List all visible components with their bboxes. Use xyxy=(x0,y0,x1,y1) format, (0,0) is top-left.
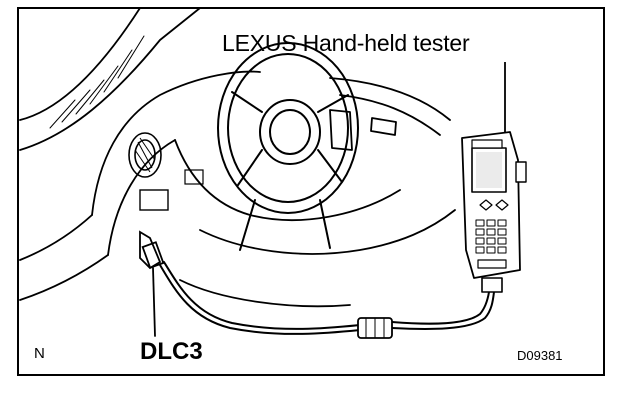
connector-label: DLC3 xyxy=(140,338,203,365)
switch-panel xyxy=(139,189,169,211)
hand-held-tester xyxy=(461,131,527,293)
orientation-mark: N xyxy=(34,345,45,362)
figure-code: D09381 xyxy=(517,348,563,363)
cable-connector xyxy=(357,317,393,339)
dash-button xyxy=(184,169,204,185)
dlc3-connector xyxy=(139,230,165,337)
air-vent xyxy=(128,132,162,178)
figure-frame xyxy=(17,7,605,376)
steering-wheel xyxy=(217,42,359,251)
tester-cable xyxy=(159,261,495,335)
tester-label: LEXUS Hand-held tester xyxy=(222,30,470,56)
door-frame xyxy=(19,7,201,301)
dashboard xyxy=(91,70,456,308)
